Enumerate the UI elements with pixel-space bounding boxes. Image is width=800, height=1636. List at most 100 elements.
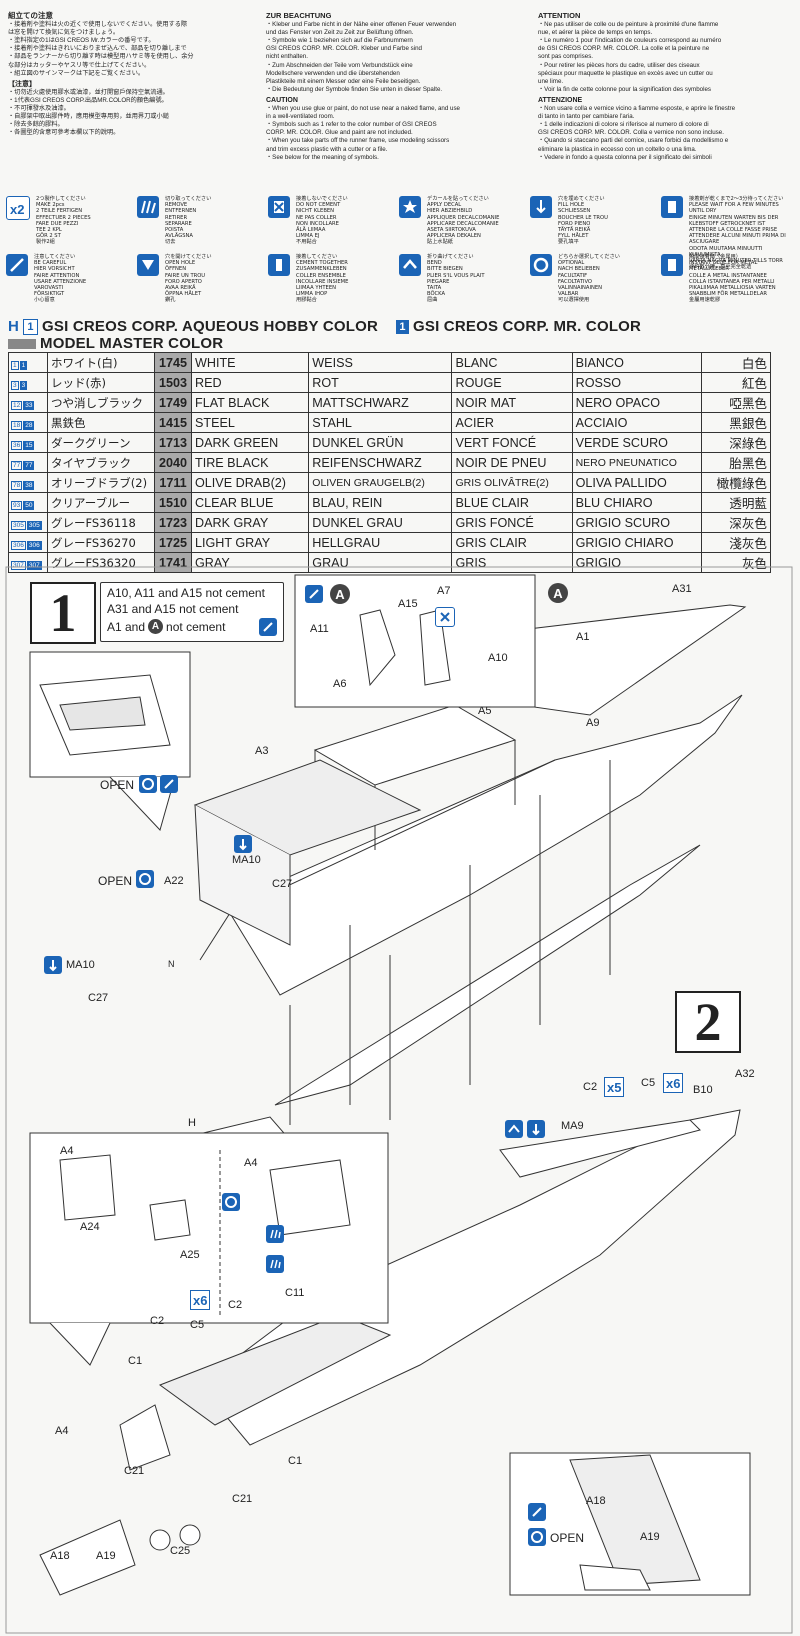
color-name-jp: レッド(赤) [47,372,155,393]
optional-icon [136,870,154,888]
notes-de-line: Plastikteile mit einem Messer oder eine … [266,77,421,85]
label-c21: C21 [232,1493,253,1505]
model-master-number: 1415 [154,412,192,433]
notes-en-line: ・See below for the meaning of symbols. [266,153,379,161]
mr-code: 15 [23,440,35,450]
multiply-6-badge: x6 [663,1073,684,1093]
careful-icon [528,1503,546,1521]
svg-text:x2: x2 [10,202,24,217]
label-a25: A25 [180,1249,200,1261]
color-name-en: WHITE [190,352,310,373]
label-a19: A19 [640,1531,660,1543]
model-master-badge [8,338,36,349]
step1-deck-a31 [519,604,747,716]
label-c1: C1 [288,1455,303,1467]
color-name-en: CLEAR BLUE [190,492,310,513]
notes-fr-line: de GSI CREOS CORP. MR. COLOR. La colle e… [538,45,710,53]
color-name-fr: GRIS CLAIR [451,532,573,553]
label-a31: A31 [672,583,692,595]
label-a22: A22 [164,875,184,887]
color-name-jp: ホワイト(白) [47,352,155,373]
h-code: 12 [11,400,23,410]
notes-en-line: ・When you use glue or paint, do not use … [266,105,460,113]
color-name-cn: 紅色 [701,372,771,393]
label-h: H [188,1117,196,1129]
label-c1: C1 [128,1355,143,1367]
h-code: 78 [11,480,23,490]
detail-a4-left-parts [59,1154,191,1241]
together-icon [268,254,290,276]
mr-code: 33 [23,400,35,410]
label-c27: C27 [272,878,293,890]
aqueous-label: GSI CREOS CORP. AQUEOUS HOBBY COLOR [42,318,378,335]
label-c5: C5 [190,1319,205,1331]
notes-fr-line: ・Pour retirer les pièces hors du cadre, … [538,61,700,69]
h-code: 305 [11,520,26,530]
no-cement-icon [268,196,290,218]
bend-icon [399,254,421,276]
label-a24: A24 [80,1221,100,1233]
label-b10: B10 [693,1084,713,1096]
drill-icon [44,956,62,974]
notes-en-line: CORP. MR. COLOR. Glue and paint are not … [266,129,413,137]
color-name-de: DUNKEL GRÜN [308,432,453,453]
label-c5: C5 [641,1077,656,1089]
color-name-fr: GRIS [451,552,573,573]
color-name-cn: 深綠色 [701,432,771,453]
notes-jp-line: ・接着剤や塗料は火の近くで使用しないでください。使用する際 [8,21,188,29]
color-name-fr: NOIR DE PNEU [451,452,573,473]
notes-de-line: nicht enthalten. [266,53,308,61]
color-name-cn: 深灰色 [701,512,771,533]
notes-jp-line: ・塗料指定の1はGSI CREOS Mr.カラーの番号です。 [8,37,155,45]
a-circle-icon: A [330,584,350,604]
mr-color-badge: 1 [396,319,409,334]
model-master-number: 1745 [154,352,192,373]
notes-it-line: GSI CREOS CORP. MR. COLOR. Colla e verni… [538,129,724,137]
note-a1: A1 and A not cement [107,619,226,634]
notes-de-line: GSI CREOS CORP. MR. COLOR. Kleber und Fa… [266,45,423,53]
color-name-en: RED [190,372,310,393]
color-name-fr: ACIER [451,412,573,433]
color-name-it: ROSSO [571,372,703,393]
drill-icon [530,196,552,218]
cut-icon [266,1225,284,1243]
notes-cn-line: ・1代表GSI CREOS CORP.出品MR.COLOR的顏色編號。 [8,96,168,104]
color-name-fr: GRIS OLIVÂTRE(2) [451,472,573,493]
multiply-5-badge: x5 [604,1077,625,1097]
notes-german-english: ZUR BEACHTUNG ・Kleber und Farbe nicht in… [266,11,512,162]
notes-french-italian: ATTENTION ・Ne pas utiliser de colle ou d… [538,11,788,162]
notes-it-line: ・Non usare colla e vernice vicino a fiam… [538,105,736,113]
notes-cn-line: ・自膠架中取出膠件時，應用模型專用剪，並用界刀或小鎚 [8,113,169,121]
h-code: 93 [11,500,23,510]
notes-fr-line: ・Le numéro 1 pour l'indication de couleu… [538,37,722,45]
notes-cn-line: ・各圖型的含意可參考本欄以下的說明。 [8,129,120,137]
color-header-line-1: H 1 GSI CREOS CORP. AQUEOUS HOBBY COLOR … [8,318,798,335]
notes-de-line: ・Zum Abschneiden der Teile vom Verbundst… [266,61,413,69]
color-name-jp: グレーFS36118 [47,512,155,533]
model-master-number: 1725 [154,532,192,553]
model-master-number: 2040 [154,452,192,473]
notes-it-title: ATTENZIONE [538,96,583,104]
label-a18: A18 [586,1495,606,1507]
optional-icon [139,775,157,793]
x2-icon: x2 [6,196,30,220]
assembly-frame [5,566,793,1634]
optional-icon [222,1193,240,1211]
color-name-jp: グレーFS36320 [47,552,155,573]
notes-de-line: ・Die Bedeutung der Symbole finden Sie un… [266,85,443,93]
color-name-jp: オリーブドラブ(2) [47,472,155,493]
color-name-en: FLAT BLACK [190,392,310,413]
color-header: H 1 GSI CREOS CORP. AQUEOUS HOBBY COLOR … [8,318,798,352]
